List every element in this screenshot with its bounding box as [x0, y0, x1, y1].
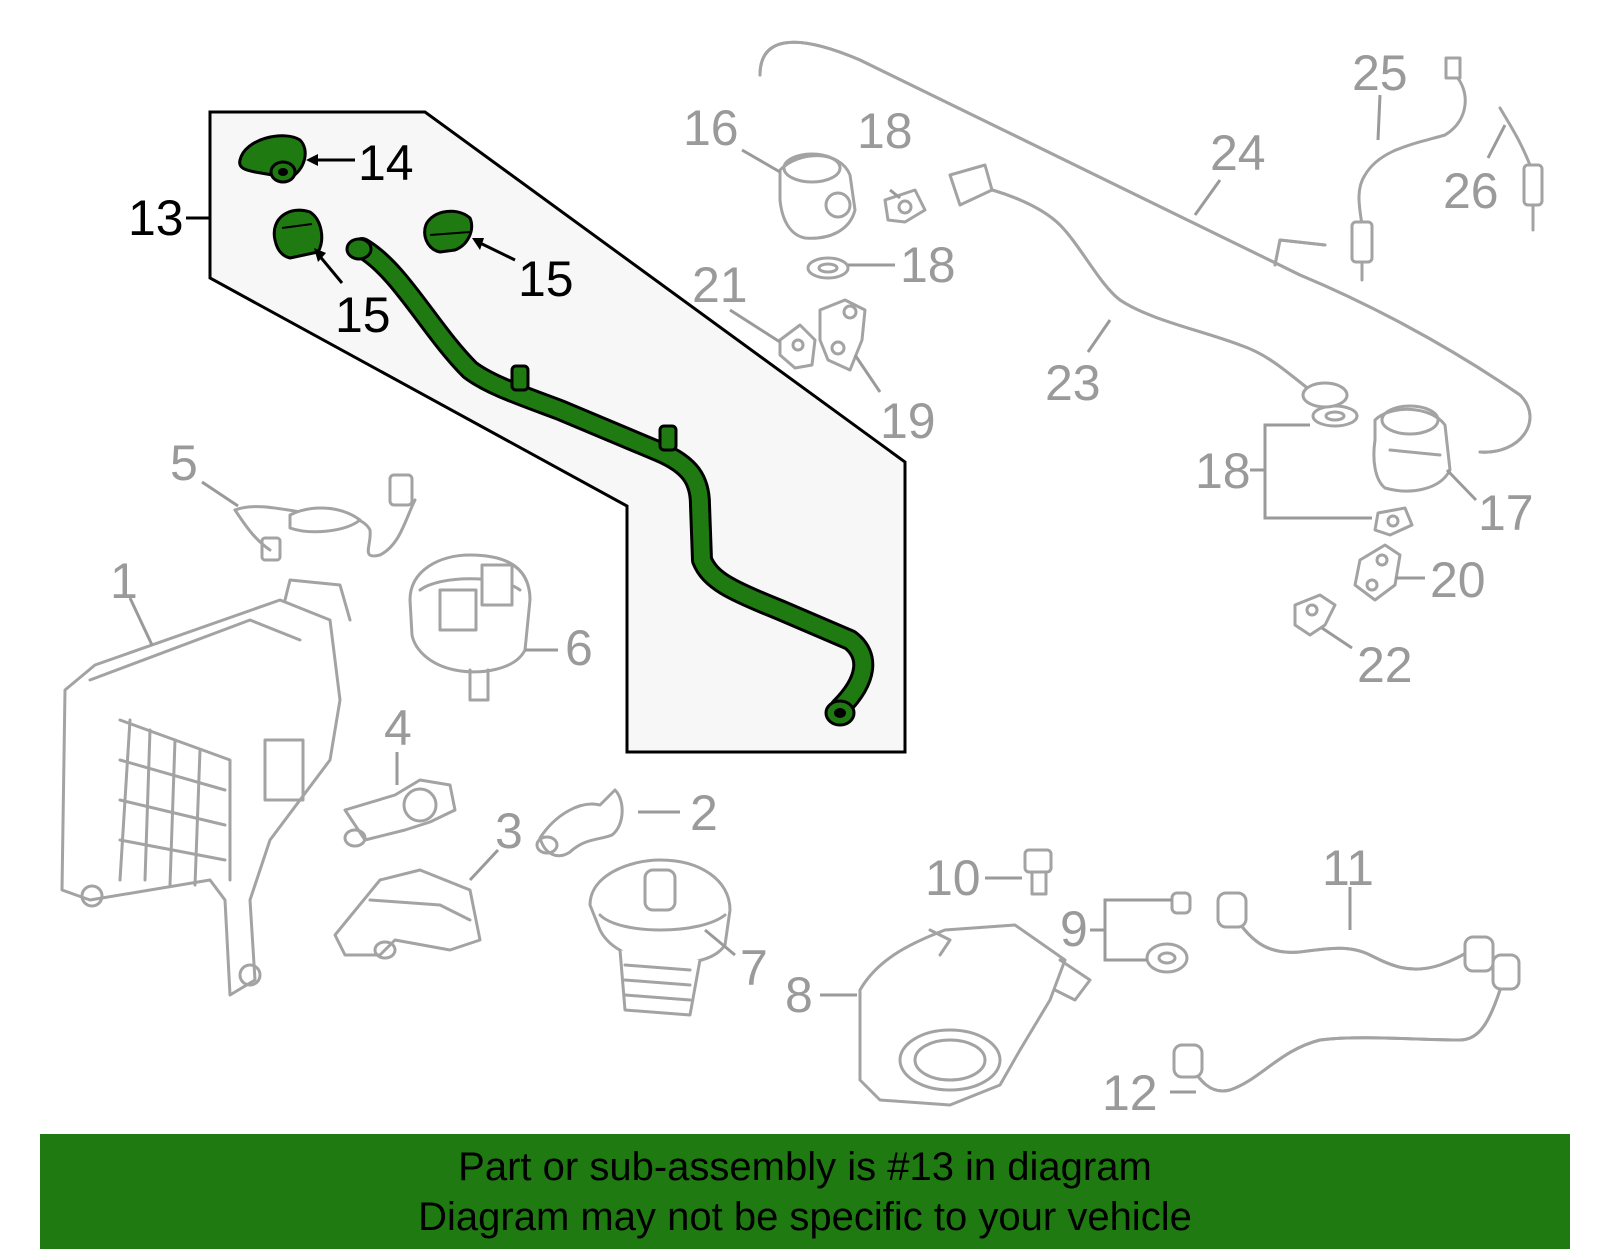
gasket-20[interactable]: [1353, 543, 1402, 602]
hose-24[interactable]: [758, 40, 1532, 454]
gasket-22[interactable]: [1293, 593, 1337, 637]
callout-5: 5: [170, 435, 198, 491]
callout-16: 16: [683, 100, 739, 156]
gasket-18-b[interactable]: [806, 256, 850, 280]
hose-12[interactable]: [1172, 953, 1521, 1093]
callout-18-right: 18: [1195, 443, 1251, 499]
grommet-9-bottom[interactable]: [1145, 942, 1189, 974]
gasket-18-c[interactable]: [1311, 404, 1359, 428]
callout-21: 21: [692, 257, 748, 313]
banner-line-1: Part or sub-assembly is #13 in diagram: [458, 1145, 1152, 1189]
callout-22: 22: [1357, 637, 1413, 693]
callout-11: 11: [1322, 840, 1374, 896]
bracket-8[interactable]: [858, 923, 1092, 1107]
clamp-15-left[interactable]: [272, 208, 324, 260]
bracket-3[interactable]: [333, 868, 482, 960]
elbow-hose-2[interactable]: [535, 788, 624, 858]
gasket-18-d[interactable]: [1373, 506, 1414, 537]
callout-9: 9: [1060, 901, 1088, 957]
egr-valve-16[interactable]: [778, 152, 857, 240]
hose-13[interactable]: [345, 237, 875, 727]
callout-7: 7: [740, 940, 768, 996]
valve-17[interactable]: [1372, 404, 1452, 493]
callout-18-mid: 18: [900, 237, 956, 293]
oxygen-sensor-25[interactable]: [1350, 56, 1467, 282]
callout-12: 12: [1102, 1065, 1158, 1121]
air-pump-7[interactable]: [588, 858, 732, 1017]
cap-14[interactable]: [238, 134, 307, 184]
hose-11[interactable]: [1216, 891, 1495, 973]
callout-8: 8: [785, 967, 813, 1023]
callout-25: 25: [1352, 45, 1408, 101]
callout-23: 23: [1045, 355, 1101, 411]
banner-line-2: Diagram may not be specific to your vehi…: [418, 1195, 1192, 1239]
grommet-9-top[interactable]: [1170, 891, 1192, 915]
callout-10: 10: [925, 850, 981, 906]
air-valve-6[interactable]: [408, 553, 532, 702]
callout-15-right: 15: [518, 251, 574, 307]
callout-17: 17: [1478, 485, 1534, 541]
tube-23[interactable]: [948, 163, 1349, 409]
callout-1: 1: [110, 553, 138, 609]
canister-1[interactable]: [60, 578, 352, 997]
callout-14: 14: [358, 135, 414, 191]
callout-19: 19: [880, 393, 936, 449]
callout-3: 3: [495, 803, 523, 859]
clamp-15-right[interactable]: [423, 209, 474, 254]
callout-15-left: 15: [335, 287, 391, 343]
callout-20: 20: [1430, 552, 1486, 608]
gasket-21[interactable]: [778, 323, 817, 370]
callout-24: 24: [1210, 125, 1266, 181]
callout-2: 2: [690, 785, 718, 841]
callout-13: 13: [128, 190, 184, 246]
info-banner: Part or sub-assembly is #13 in diagram D…: [40, 1134, 1570, 1249]
oxygen-sensor-26[interactable]: [1498, 106, 1544, 232]
callout-18-top: 18: [857, 103, 913, 159]
gasket-18-a[interactable]: [883, 188, 927, 224]
callout-6: 6: [565, 620, 593, 676]
valve-4[interactable]: [343, 778, 457, 848]
sensor-10[interactable]: [1023, 848, 1053, 896]
callout-26: 26: [1443, 163, 1499, 219]
harness-5[interactable]: [233, 473, 417, 562]
callout-4: 4: [384, 700, 412, 756]
